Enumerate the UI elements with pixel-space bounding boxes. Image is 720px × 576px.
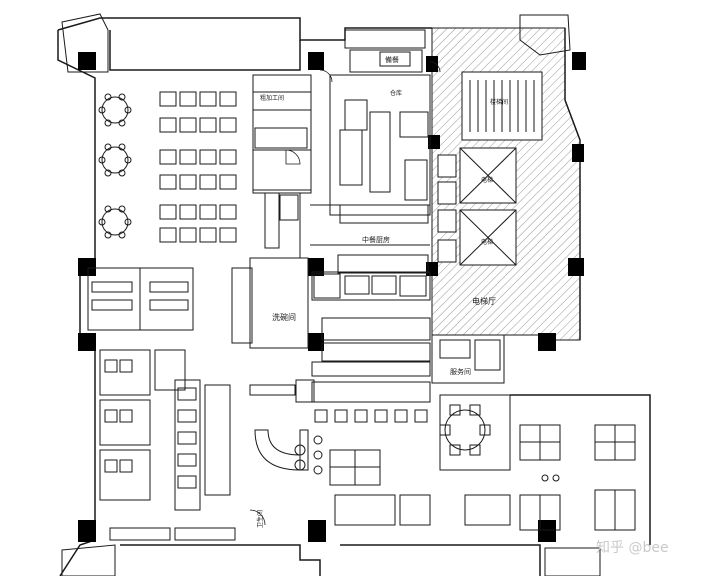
round-tables-left — [98, 93, 132, 239]
structural-columns — [78, 52, 586, 542]
column — [78, 520, 96, 542]
column — [538, 333, 556, 351]
column — [308, 258, 324, 276]
kitchen-partitions — [231, 29, 505, 403]
door-swings — [249, 61, 441, 526]
label-lift-1: 电梯 — [481, 176, 493, 184]
column — [308, 520, 326, 542]
column — [572, 144, 584, 162]
corner-piers — [61, 13, 601, 576]
stair-and-lifts — [437, 71, 543, 266]
column — [78, 333, 96, 351]
column — [426, 56, 438, 72]
label-restroom: 卫生间 — [256, 510, 264, 528]
column — [428, 135, 440, 149]
dining-lower-middle — [314, 394, 511, 526]
label-service: 備餐 — [385, 55, 399, 64]
column — [308, 333, 324, 351]
square-tables-grid — [159, 91, 237, 243]
private-rooms — [87, 267, 236, 541]
column — [572, 52, 586, 70]
bar-counter — [249, 384, 309, 471]
dining-right — [313, 424, 636, 531]
label-stair: 楼梯间 — [490, 98, 508, 106]
column — [78, 258, 96, 276]
column — [568, 258, 584, 276]
label-storage: 仓库 — [390, 89, 402, 97]
label-dish-room: 洗碗间 — [272, 312, 296, 322]
column — [308, 52, 324, 70]
label-main-kitchen: 中餐厨房 — [362, 235, 390, 244]
label-lift-hall: 电梯厅 — [472, 296, 496, 306]
watermark: 知乎 @bee — [596, 539, 669, 556]
column — [538, 520, 556, 542]
label-service-room: 服务间 — [450, 367, 471, 376]
column — [78, 52, 96, 70]
label-lift-2: 电梯 — [481, 238, 493, 246]
label-prep-room: 粗加工间 — [260, 94, 284, 102]
